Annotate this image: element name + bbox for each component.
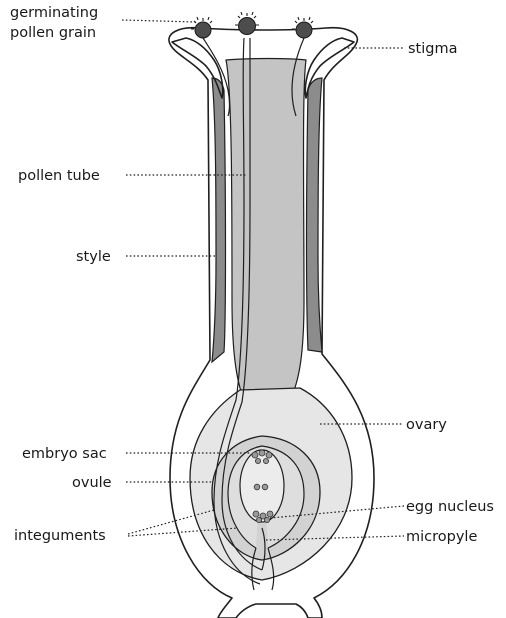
style-wall-left [212,78,226,362]
label-embryo-sac: embryo sac [22,446,107,462]
label-germinating-line2: pollen grain [10,25,96,41]
pollen-grain-center [235,12,259,35]
label-ovule: ovule [72,475,112,491]
label-germinating-pollen-grain: germinating pollen grain [10,5,103,41]
label-style: style [76,249,111,265]
label-micropyle: micropyle [406,529,477,545]
label-egg-nucleus: egg nucleus [406,499,494,515]
label-ovary: ovary [406,417,447,433]
label-stigma: stigma [408,41,457,57]
label-pollen-tube: pollen tube [18,168,100,184]
style-wall-right [307,78,323,352]
pollen-grains [191,12,316,38]
pollen-grain-right [292,17,316,38]
label-germinating-line1: germinating [10,5,98,21]
leader-germinating-pollen-grain [122,20,196,22]
label-integuments: integuments [14,528,106,544]
carpel [169,28,374,618]
